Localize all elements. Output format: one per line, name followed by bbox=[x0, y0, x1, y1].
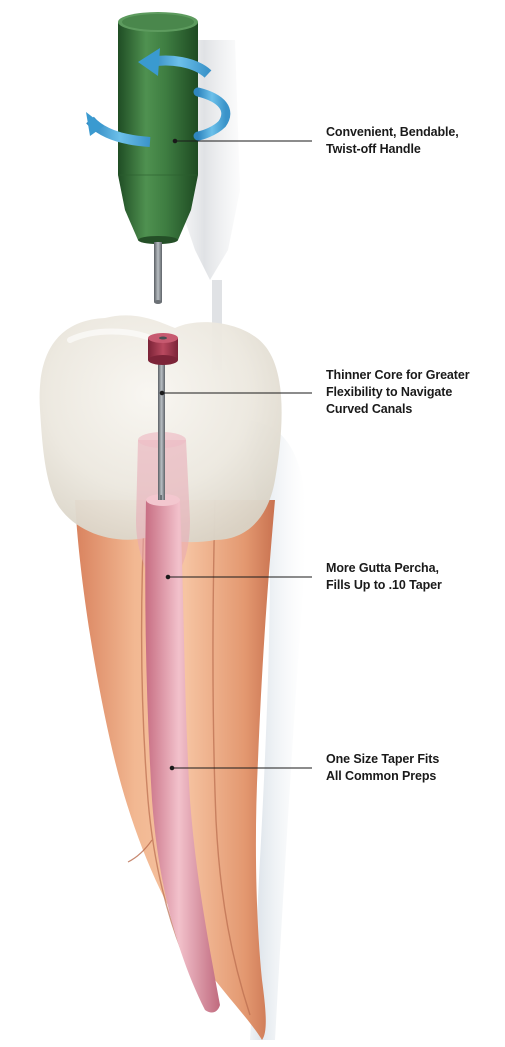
twist-off-handle bbox=[118, 12, 198, 244]
callout-taper-line-2: All Common Preps bbox=[326, 768, 498, 785]
callout-dot-taper bbox=[170, 766, 174, 770]
callout-handle: Convenient, Bendable, Twist-off Handle bbox=[326, 124, 498, 158]
callout-core-line-1: Thinner Core for Greater bbox=[326, 367, 498, 384]
callout-taper-line-1: One Size Taper Fits bbox=[326, 751, 498, 768]
carrier-shaft-upper bbox=[154, 242, 162, 304]
callout-gutta-line-1: More Gutta Percha, bbox=[326, 560, 498, 577]
rubber-stopper bbox=[148, 333, 178, 365]
callout-dot-core bbox=[160, 391, 164, 395]
callout-core-line-3: Curved Canals bbox=[326, 401, 498, 418]
callout-taper: One Size Taper Fits All Common Preps bbox=[326, 751, 498, 785]
callout-handle-line-2: Twist-off Handle bbox=[326, 141, 498, 158]
callout-core: Thinner Core for Greater Flexibility to … bbox=[326, 367, 498, 418]
callout-dot-gutta bbox=[166, 575, 170, 579]
callout-gutta: More Gutta Percha, Fills Up to .10 Taper bbox=[326, 560, 498, 594]
callout-dot-handle bbox=[173, 139, 177, 143]
carrier-core bbox=[158, 360, 165, 500]
callout-core-line-2: Flexibility to Navigate bbox=[326, 384, 498, 401]
callout-handle-line-1: Convenient, Bendable, bbox=[326, 124, 498, 141]
callout-gutta-line-2: Fills Up to .10 Taper bbox=[326, 577, 498, 594]
